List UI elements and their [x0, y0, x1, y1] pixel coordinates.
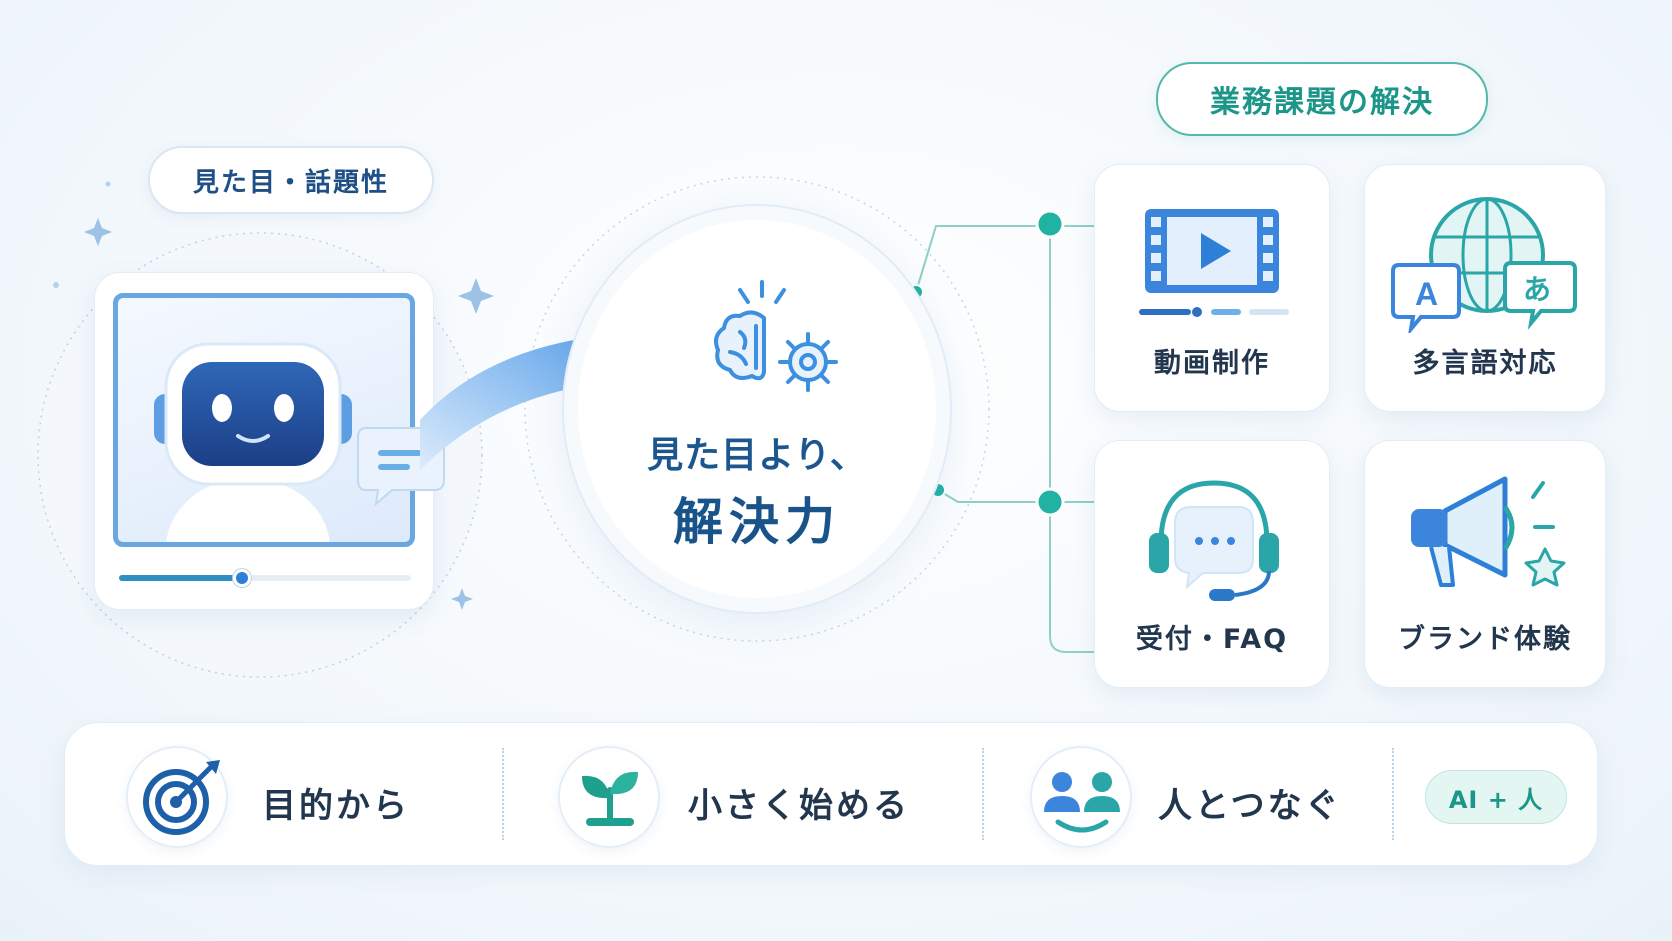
svg-text:あ: あ	[1523, 273, 1551, 306]
people-connect-icon	[1044, 772, 1120, 833]
service-label-video: 動画制作	[1154, 348, 1270, 379]
value-icon-circle-1	[126, 746, 228, 848]
divider	[1392, 748, 1394, 840]
headline-line2: 解決力	[673, 493, 841, 551]
robot-avatar-icon	[154, 342, 352, 542]
service-label-brand: ブランド体験	[1398, 624, 1572, 655]
progress-knob[interactable]	[232, 569, 251, 587]
values-bar	[64, 722, 1598, 866]
business-solution-tag: 業務課題の解決	[1156, 62, 1488, 136]
value-label-start-small: 小さく始める	[688, 786, 910, 826]
value-icon-circle-2	[558, 746, 660, 848]
divider	[502, 748, 504, 840]
target-icon	[143, 760, 220, 835]
ai-human-badge: AI + 人	[1425, 770, 1567, 824]
robot-device-card	[94, 272, 434, 610]
device-screen	[113, 293, 415, 547]
divider	[982, 748, 984, 840]
service-label-reception: 受付・FAQ	[1135, 624, 1289, 655]
globe-language-icon: A あ	[1391, 197, 1577, 333]
megaphone-icon	[1411, 476, 1566, 587]
headline-line1: 見た目より、	[647, 435, 867, 476]
brain-gear-icon	[714, 280, 838, 392]
progress-fill	[119, 575, 242, 581]
headset-chat-icon	[1149, 480, 1279, 601]
appearance-tag: 見た目・話題性	[148, 146, 434, 214]
core-message-circle	[562, 204, 952, 614]
video-progress-bar[interactable]	[119, 569, 411, 587]
service-card-video[interactable]: 動画制作	[1094, 164, 1330, 412]
value-label-purpose: 目的から	[262, 786, 410, 826]
service-card-reception[interactable]: 受付・FAQ	[1094, 440, 1330, 688]
value-label-connect-people: 人とつなぐ	[1158, 786, 1342, 826]
service-label-multilingual: 多言語対応	[1412, 348, 1558, 379]
service-card-brand[interactable]: ブランド体験	[1364, 440, 1606, 688]
service-card-multilingual[interactable]: A あ 多言語対応	[1364, 164, 1606, 412]
video-film-icon	[1139, 209, 1289, 317]
value-icon-circle-3	[1030, 746, 1132, 848]
svg-text:A: A	[1415, 276, 1438, 312]
sprout-icon	[582, 771, 638, 826]
